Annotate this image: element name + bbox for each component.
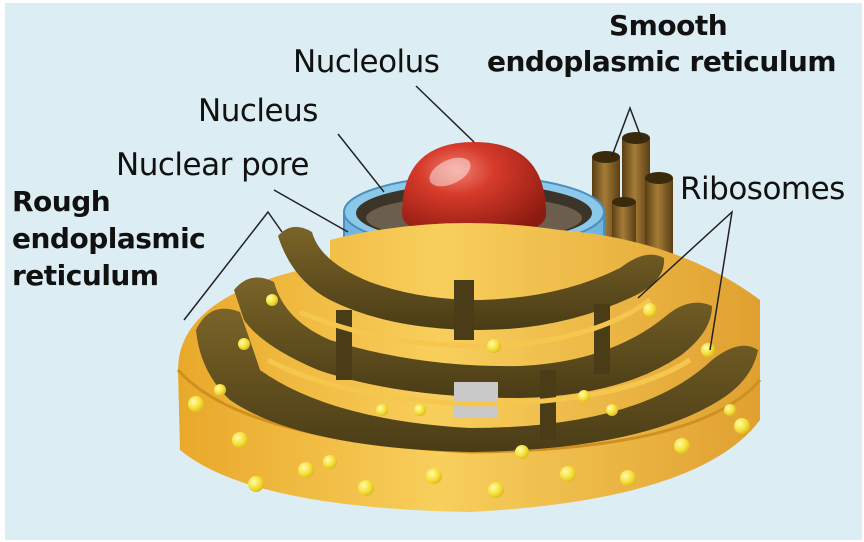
- label-rough-er-line1: Rough: [12, 188, 110, 216]
- label-ribosomes: Ribosomes: [680, 174, 845, 205]
- label-rough-er-line2: endoplasmic: [12, 225, 205, 253]
- label-nuclear-pore: Nuclear pore: [116, 150, 309, 181]
- label-smooth-er-line2: endoplasmic reticulum: [487, 48, 836, 76]
- label-nucleolus: Nucleolus: [293, 47, 439, 78]
- label-nucleus: Nucleus: [198, 96, 318, 127]
- label-smooth-er-line1: Smooth: [609, 12, 727, 40]
- nucleolus-sphere: [402, 142, 546, 236]
- label-rough-er-line3: reticulum: [12, 262, 159, 290]
